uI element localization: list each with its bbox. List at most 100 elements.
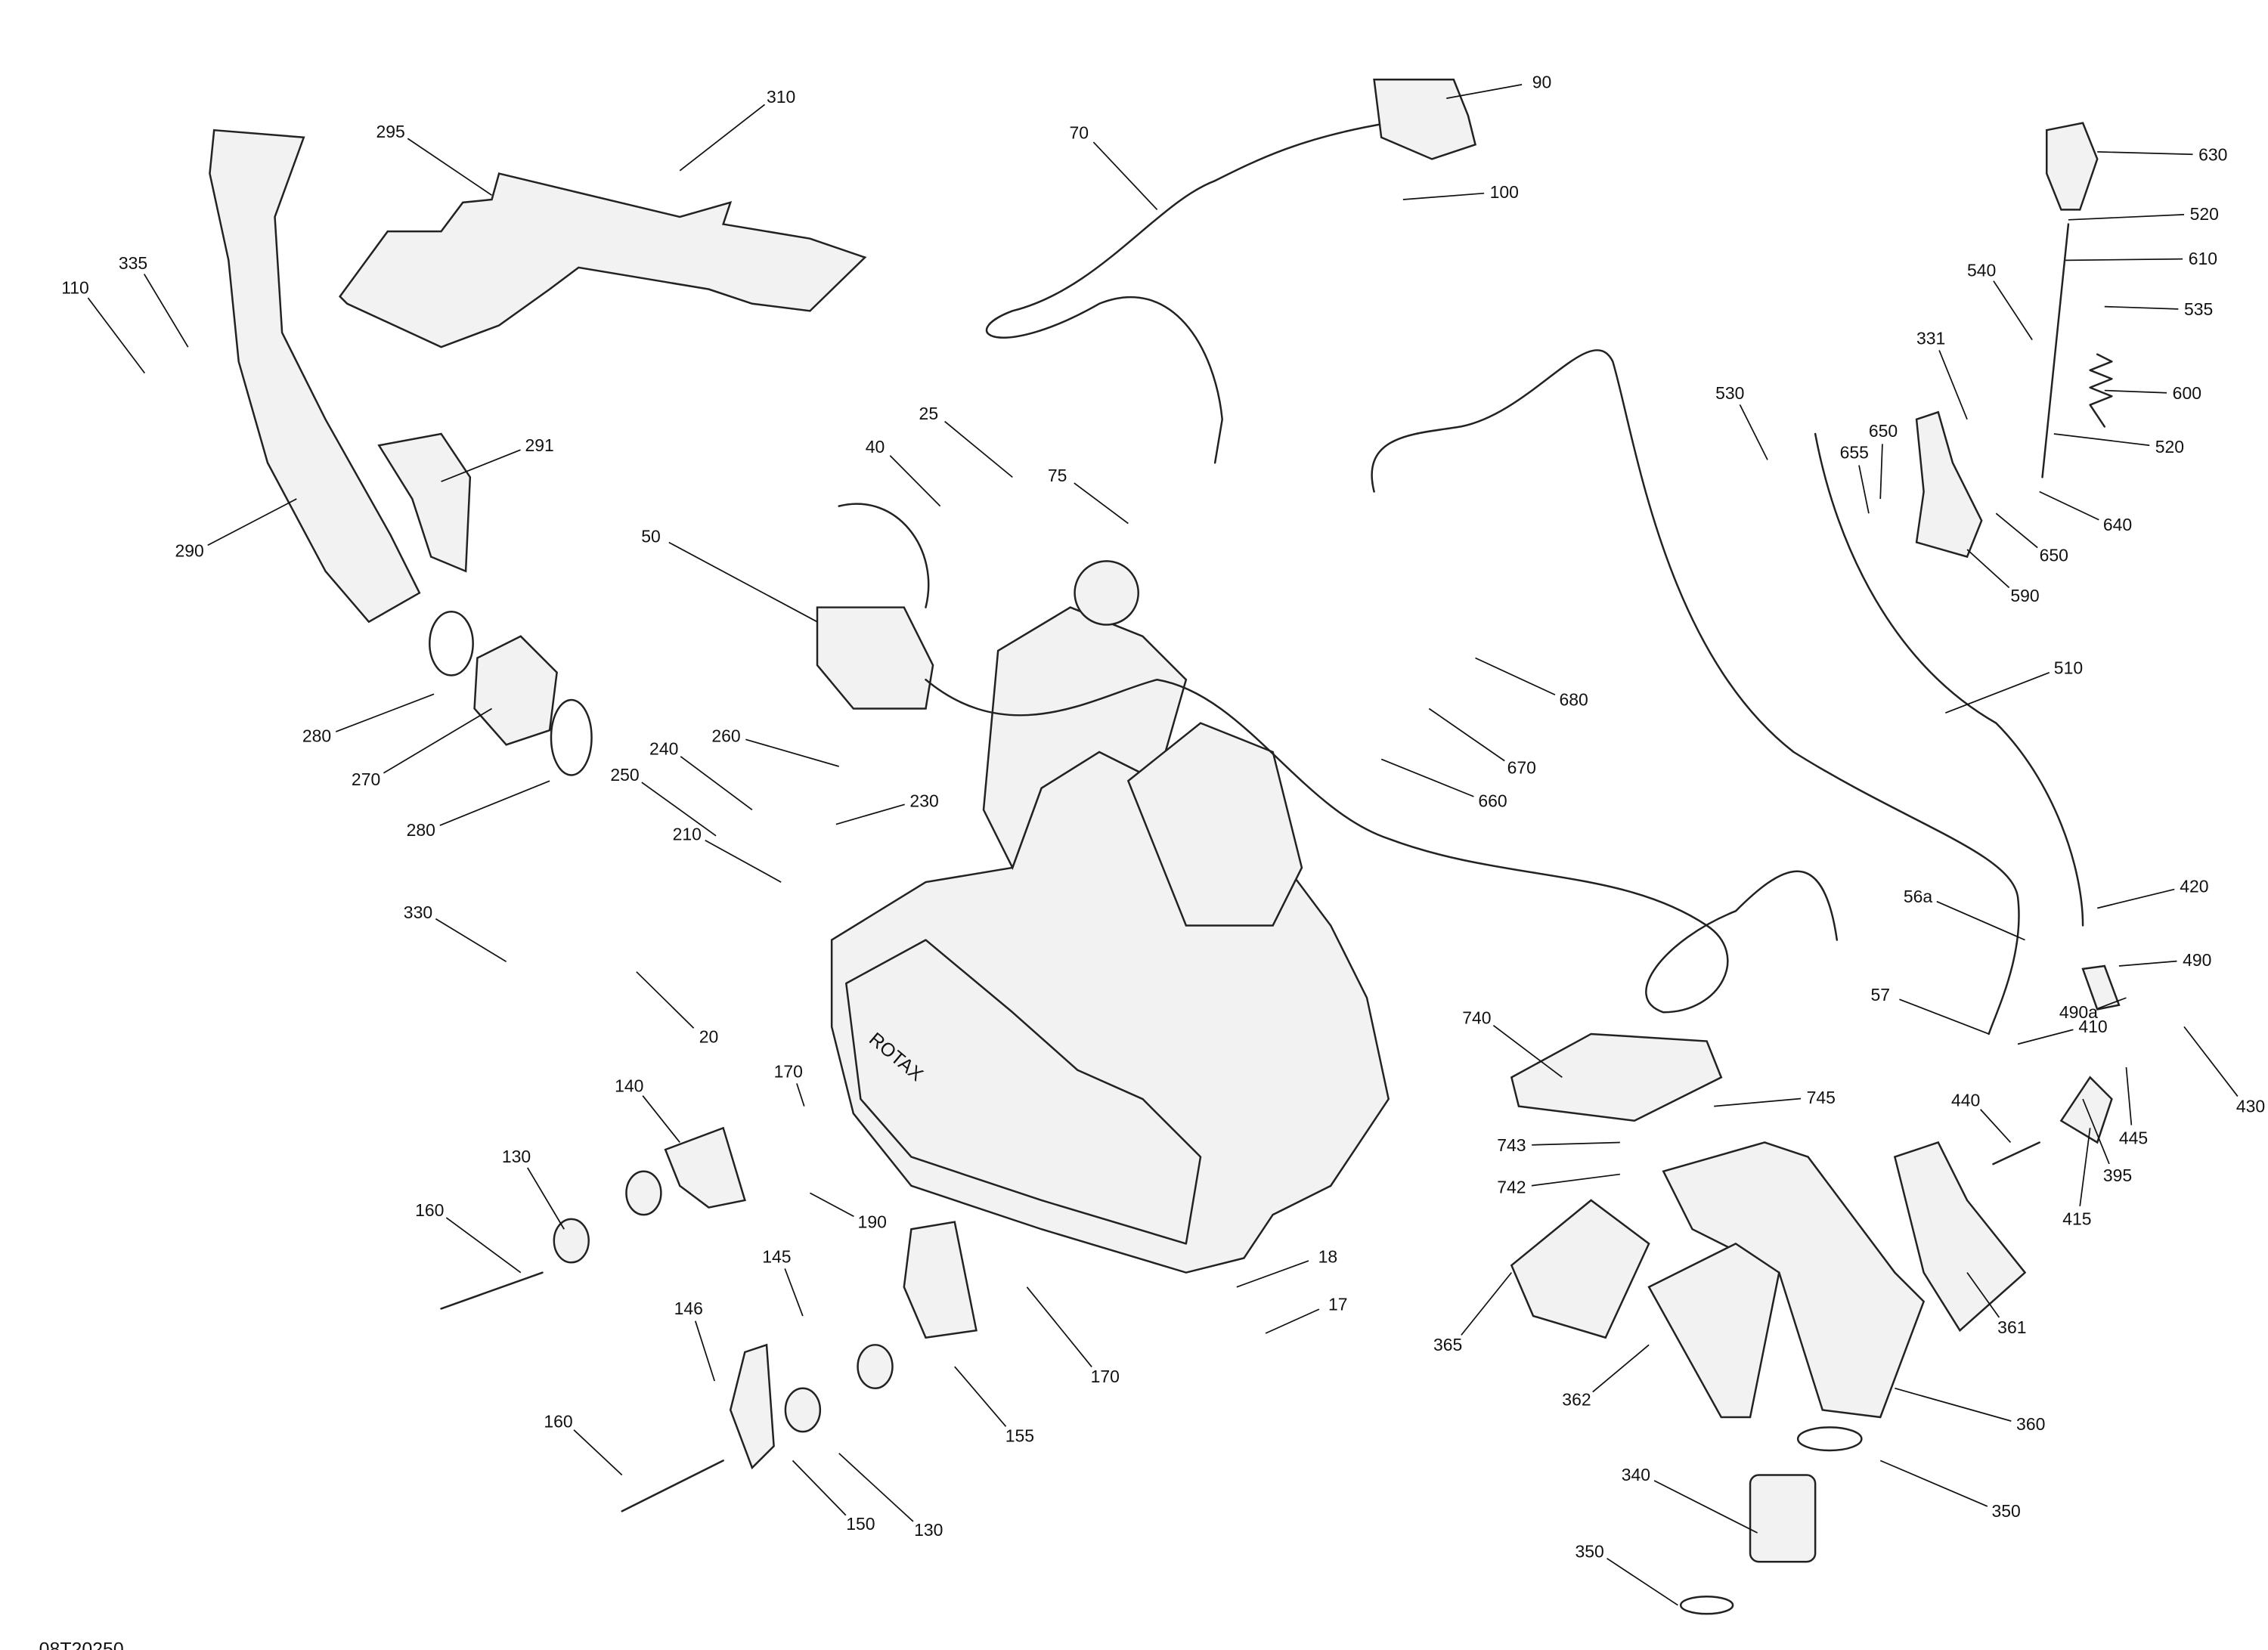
callout-label: 290 [175,541,204,561]
air-intake-duct [209,128,421,624]
callout-label: 280 [302,726,331,745]
callout-label: 130 [502,1147,531,1166]
callout-label: 362 [1562,1390,1591,1410]
leader-line [705,839,782,883]
reference-code: 08T20250 [39,1639,124,1650]
leader-line [1606,1558,1678,1606]
leader-line [207,498,297,546]
leader-line [2104,389,2167,394]
leader-line [1592,1344,1650,1393]
callout-label: 190 [858,1212,887,1231]
shift-knob [2046,122,2099,211]
callout-label: 600 [2173,383,2201,403]
leader-line [792,1460,847,1516]
callout-label: 520 [2155,437,2184,457]
callout-label: 100 [1490,182,1519,202]
callout-label: 535 [2184,299,2213,319]
callout-label: 70 [1070,123,1089,143]
leader-line [435,918,507,963]
outlet-boot-361 [1893,1141,2027,1333]
callout-label: 40 [866,437,885,457]
mount-155 [903,1221,978,1339]
leader-line [1936,900,2025,941]
duct-boot [377,432,472,573]
leader-line [838,1453,914,1522]
callout-label: 361 [1997,1317,2026,1337]
leader-line [1714,1097,1802,1107]
bolt-160 [621,1460,724,1512]
callout-label: 18 [1318,1246,1338,1266]
callout-label: 170 [1091,1367,1120,1386]
callout-label: 440 [1951,1091,1980,1110]
callout-label: 445 [2119,1128,2148,1147]
leader-line [1966,1272,2000,1318]
throttle-lever [1373,78,1477,160]
callout-label: 410 [2078,1017,2107,1036]
mount-150 [729,1343,775,1470]
filter-340 [1749,1474,1817,1563]
callout-label: 160 [544,1411,572,1431]
leader-line [2097,151,2193,156]
leader-line [1993,280,2033,341]
leader-line [527,1167,565,1230]
callout-label: 75 [1048,466,1067,485]
shift-cable-510 [1814,432,2084,927]
callout-label: 350 [1576,1542,1604,1562]
leader-line [1092,141,1158,211]
bushing [625,1170,662,1216]
cvt-cover [845,939,1202,1245]
bushing [784,1387,822,1433]
bushing [553,1218,590,1264]
callout-label: 145 [762,1246,791,1266]
callout-label: 90 [1532,73,1552,92]
leader-line [889,455,941,507]
callout-label: 520 [2190,204,2219,224]
leader-line [1475,657,1556,696]
leader-line [439,780,550,826]
leader-line [1739,404,1768,460]
callout-label: 310 [767,87,795,107]
callout-label: 110 [61,277,89,297]
bushing [857,1344,894,1389]
leader-line [335,693,435,732]
outlet-boot-362 [1647,1242,1780,1419]
leader-line [1026,1286,1092,1367]
callout-label: 415 [2062,1209,2091,1229]
leader-line [2068,214,2185,221]
leader-line [954,1366,1007,1427]
callout-label: 360 [2016,1414,2045,1434]
callout-label: 295 [376,122,404,141]
leader-line [2053,433,2150,447]
callout-label: 490 [2183,950,2211,970]
shift-bracket [1915,410,1983,559]
leader-line [2097,888,2175,909]
shift-rod [2041,223,2070,478]
leader-line [2065,258,2183,262]
clamp-350 [1796,1426,1863,1452]
leader-line [1074,482,1129,525]
leader-line [2017,1029,2074,1045]
leader-line [2082,1098,2110,1165]
leader-line [1402,192,1485,200]
callout-label: 25 [919,404,939,423]
callout-label: 280 [407,820,435,840]
leader-line [2039,491,2099,521]
wiring-harness [838,503,1839,1014]
callout-label: 610 [2189,249,2217,268]
callout-label: 240 [649,739,678,759]
leader-line [1945,672,2050,714]
leader-line [1446,84,1523,99]
leader-line [1858,465,1870,514]
leader-line [835,803,905,825]
callout-label: 331 [1916,328,1945,348]
linkage-490 [2081,964,2121,1011]
leader-line [636,971,695,1029]
callout-label: 20 [699,1026,719,1046]
leader-line [1879,1460,1988,1507]
leader-line [407,138,493,197]
leader-line [2183,1026,2239,1097]
callout-label: 146 [674,1299,703,1318]
leader-line [1461,1272,1513,1336]
callout-label: 680 [1559,690,1588,710]
clamp [429,611,474,676]
